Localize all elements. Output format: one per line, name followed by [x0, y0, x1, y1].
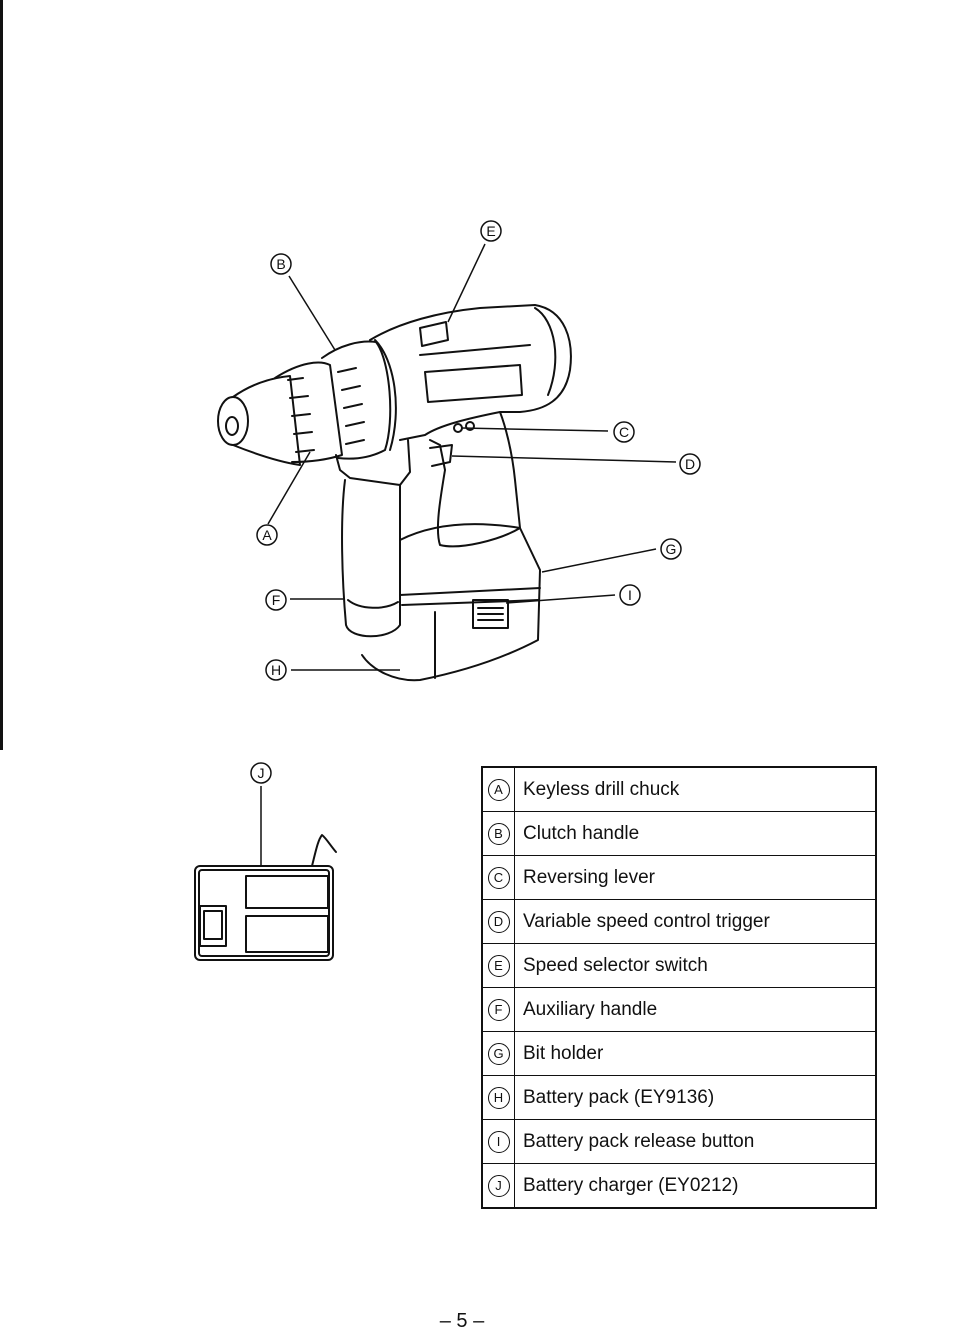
table-row: F Auxiliary handle [481, 987, 877, 1032]
part-name: Speed selector switch [514, 943, 877, 988]
part-letter: E [487, 955, 510, 977]
part-letter: H [487, 1087, 510, 1109]
drill-illustration: B E C D A G I F H J [194, 220, 701, 961]
callout-e: E [486, 223, 495, 239]
callout-i: I [628, 587, 632, 603]
part-name: Battery pack (EY9136) [514, 1075, 877, 1120]
callout-d: D [685, 456, 695, 472]
callout-b: B [276, 256, 285, 272]
part-name: Battery pack release button [514, 1119, 877, 1164]
part-letter: I [487, 1131, 510, 1153]
part-letter: J [487, 1175, 510, 1197]
part-name: Battery charger (EY0212) [514, 1163, 877, 1209]
part-letter: D [487, 911, 510, 933]
part-name: Auxiliary handle [514, 987, 877, 1032]
table-row: G Bit holder [481, 1031, 877, 1076]
table-row: B Clutch handle [481, 811, 877, 856]
table-row: C Reversing lever [481, 855, 877, 900]
table-row: J Battery charger (EY0212) [481, 1163, 877, 1209]
part-name: Bit holder [514, 1031, 877, 1076]
part-name: Clutch handle [514, 811, 877, 856]
part-letter: C [487, 867, 510, 889]
callout-c: C [619, 424, 629, 440]
margin-rule [0, 0, 3, 750]
table-row: A Keyless drill chuck [481, 766, 877, 812]
part-name: Reversing lever [514, 855, 877, 900]
callout-h: H [271, 662, 281, 678]
part-letter: F [487, 999, 510, 1021]
page-number: – 5 – [439, 1310, 485, 1332]
callout-f: F [272, 592, 281, 608]
part-letter: G [487, 1043, 510, 1065]
callout-j: J [258, 765, 265, 781]
callout-g: G [666, 541, 677, 557]
table-row: I Battery pack release button [481, 1119, 877, 1164]
part-name: Variable speed control trigger [514, 899, 877, 944]
table-row: E Speed selector switch [481, 943, 877, 988]
part-letter: A [487, 779, 510, 801]
part-letter: B [487, 823, 510, 845]
table-row: D Variable speed control trigger [481, 899, 877, 944]
table-row: H Battery pack (EY9136) [481, 1075, 877, 1120]
callout-a: A [262, 527, 272, 543]
part-name: Keyless drill chuck [514, 766, 877, 812]
parts-legend-table: A Keyless drill chuck B Clutch handle C … [481, 766, 877, 1209]
